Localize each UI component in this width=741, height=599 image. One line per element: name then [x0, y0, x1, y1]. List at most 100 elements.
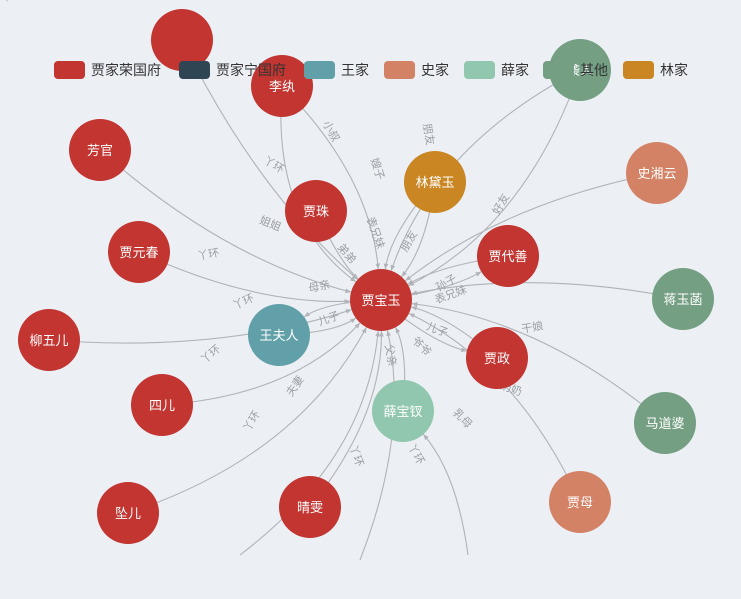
person-node[interactable]: [151, 9, 213, 71]
edge-arrowhead: [411, 301, 418, 307]
person-node-label: 贾珠: [303, 205, 329, 220]
person-node[interactable]: 晴雯: [279, 476, 341, 538]
person-node-circle[interactable]: [466, 327, 528, 389]
person-node[interactable]: 贾代善: [477, 225, 539, 287]
person-node[interactable]: 贾宝玉: [350, 269, 412, 331]
edge-arrowhead: [401, 271, 407, 277]
edge-arrowhead: [354, 322, 361, 329]
edge-arrowhead: [375, 330, 381, 337]
relation-edge: [411, 282, 684, 300]
person-node[interactable]: 贾珠: [285, 180, 347, 242]
legend-label[interactable]: 贾家宁国府: [216, 62, 286, 79]
person-node-label: 柳五儿: [29, 334, 68, 349]
edge-label: 朋友: [420, 122, 438, 146]
person-node[interactable]: 贾母: [549, 471, 611, 533]
edge-arrowhead: [408, 281, 415, 286]
person-node-circle[interactable]: [549, 39, 611, 101]
edge-arrowhead: [350, 276, 356, 282]
person-node-label: 四儿: [149, 399, 175, 414]
legend-swatch[interactable]: [464, 61, 495, 79]
edge-label: 嫂子: [368, 156, 387, 181]
person-node-label: 马道婆: [645, 417, 684, 432]
legend-item[interactable]: 王家: [304, 61, 369, 79]
person-node[interactable]: 王夫人: [248, 304, 310, 366]
person-node[interactable]: 蒋玉菡: [652, 268, 714, 330]
person-node-circle[interactable]: [279, 476, 341, 538]
person-node[interactable]: 芳官: [69, 119, 131, 181]
edge-arrowhead: [375, 263, 381, 270]
person-node-label: 史湘云: [637, 167, 676, 182]
legend-label[interactable]: 薛家: [501, 62, 529, 79]
relation-edge: [161, 322, 361, 406]
person-node[interactable]: 四儿: [131, 374, 193, 436]
edge-label: 丫环: [0, 0, 11, 3]
person-node-circle[interactable]: [108, 221, 170, 283]
legend-swatch[interactable]: [54, 61, 85, 79]
legend-item[interactable]: 贾家宁国府: [179, 61, 286, 79]
person-node-circle[interactable]: [626, 142, 688, 204]
legend-item[interactable]: 史家: [384, 61, 449, 79]
person-node[interactable]: 李纨: [251, 55, 313, 117]
edge-arrowhead: [386, 330, 391, 337]
person-node-label: 蒋玉菡: [663, 293, 702, 308]
person-node-label: 贾宝玉: [361, 294, 400, 309]
edge-label: 丫环: [241, 408, 263, 434]
person-node[interactable]: 马道婆: [634, 392, 696, 454]
person-node-circle[interactable]: [404, 151, 466, 213]
legend-label[interactable]: 王家: [341, 62, 369, 79]
relation-edge: [411, 303, 666, 424]
person-node[interactable]: 薛宝钗: [372, 380, 434, 442]
legend-label[interactable]: 贾家荣国府: [91, 62, 161, 79]
edge-label: 干娘: [520, 318, 544, 336]
legend-item[interactable]: 贾家荣国府: [54, 61, 161, 79]
person-node-label: 王夫人: [259, 329, 298, 344]
person-node[interactable]: 史湘云: [626, 142, 688, 204]
legend-swatch[interactable]: [543, 61, 574, 79]
person-node-circle[interactable]: [350, 269, 412, 331]
edge-label: 丫环: [198, 342, 223, 366]
edge-label: 父亲: [382, 343, 400, 367]
person-node-circle[interactable]: [131, 374, 193, 436]
person-node-label: 薛宝钗: [383, 405, 422, 420]
person-node-label: 林黛玉: [415, 176, 454, 191]
edge-arrowhead: [390, 264, 396, 271]
person-node[interactable]: 贾政: [466, 327, 528, 389]
person-node-circle[interactable]: [97, 482, 159, 544]
person-node-circle[interactable]: [372, 380, 434, 442]
legend-label[interactable]: 其他: [580, 63, 608, 79]
person-node-label: 晴雯: [297, 501, 323, 516]
person-node-circle[interactable]: [549, 471, 611, 533]
legend-swatch[interactable]: [623, 61, 654, 79]
legend-label[interactable]: 史家: [421, 62, 449, 79]
person-node[interactable]: 贾元春: [108, 221, 170, 283]
edge-label: 乳母: [450, 406, 475, 431]
legend-label[interactable]: 林家: [660, 62, 688, 79]
legend-item[interactable]: 其他: [543, 61, 608, 79]
edge-arrowhead: [405, 275, 412, 281]
person-node-circle[interactable]: [634, 392, 696, 454]
edge-label: 夫妻: [283, 373, 306, 398]
person-node-label: 芳官: [87, 143, 113, 159]
person-node-circle[interactable]: [652, 268, 714, 330]
edge-arrowhead: [383, 263, 389, 270]
legend-item[interactable]: 林家: [623, 61, 688, 79]
legend-swatch[interactable]: [179, 61, 210, 79]
edge-arrowhead: [411, 290, 418, 296]
edge-arrowhead: [408, 313, 415, 318]
person-node-circle[interactable]: [248, 304, 310, 366]
legend-swatch[interactable]: [304, 61, 335, 79]
person-node-circle[interactable]: [151, 9, 213, 71]
person-node-circle[interactable]: [477, 225, 539, 287]
person-node-circle[interactable]: [285, 180, 347, 242]
person-node[interactable]: 坠儿: [97, 482, 159, 544]
edge-arrowhead: [349, 318, 356, 324]
person-node[interactable]: 柳五儿: [18, 309, 80, 371]
person-node-circle[interactable]: [251, 55, 313, 117]
person-node-circle[interactable]: [18, 309, 80, 371]
relation-edge: [281, 85, 379, 270]
legend-swatch[interactable]: [384, 61, 415, 79]
person-node-circle[interactable]: [69, 119, 131, 181]
person-node[interactable]: 林黛玉: [404, 151, 466, 213]
legend-item[interactable]: 薛家: [464, 61, 529, 79]
